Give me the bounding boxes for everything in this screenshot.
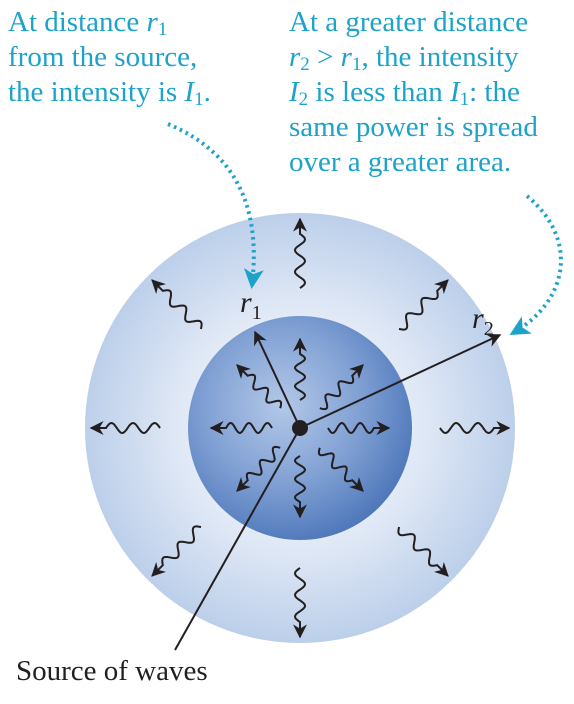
outer-wave-arrow xyxy=(293,567,307,639)
caption-var: r xyxy=(146,6,158,38)
radius-r1-arrow xyxy=(254,330,301,429)
radius-r2-arrow xyxy=(299,333,502,429)
inner-wave-arrow xyxy=(236,445,281,492)
outer-wave-arrow xyxy=(397,526,449,577)
inner-wave-arrow xyxy=(293,455,307,519)
caption-line: the intensity is I1. xyxy=(8,75,211,110)
pointer-to-outer-sphere xyxy=(509,194,563,336)
pointer-to-inner-sphere xyxy=(167,122,264,289)
caption-line: from the source, xyxy=(8,41,198,73)
caption-text: > xyxy=(309,41,341,73)
caption-line: I2 is less than I1: the xyxy=(289,75,538,110)
caption-text: the intensity is xyxy=(8,76,185,108)
caption-text: is less than xyxy=(308,76,450,108)
caption-line: r2 > r1, the intensity xyxy=(289,40,538,75)
inner-wave-arrow xyxy=(319,364,364,411)
caption-line: At distance r1 xyxy=(8,5,211,40)
caption-text: At distance xyxy=(8,6,147,38)
wave-source-point xyxy=(292,420,308,436)
caption-line: over a greater area. xyxy=(289,146,512,178)
inner-wave-arrow xyxy=(236,364,283,409)
r2-label: r2 xyxy=(472,302,494,340)
caption-line: At a greater distance xyxy=(289,6,529,38)
caption-sub: 2 xyxy=(298,89,309,110)
caption-sub: 1 xyxy=(157,19,168,40)
outer-wave-arrow xyxy=(89,421,161,435)
outer-wave-arrow xyxy=(151,279,203,330)
caption-line: same power is spread xyxy=(289,111,538,143)
inner-wave-arrow xyxy=(209,421,273,435)
wave-arrows xyxy=(89,217,511,639)
caption-sub: 2 xyxy=(300,54,310,75)
caption-var: I xyxy=(289,76,299,108)
outer-wave-arrow xyxy=(151,525,202,577)
caption-text: , the intensity xyxy=(361,41,519,73)
caption-var: I xyxy=(449,76,460,108)
caption-inner-sphere: At distance r1 from the source, the inte… xyxy=(8,5,211,110)
caption-sub: 1 xyxy=(459,89,470,110)
caption-text: : the xyxy=(469,76,520,108)
caption-outer-sphere: At a greater distance r2 > r1, the inten… xyxy=(289,5,538,180)
r1-label: r1 xyxy=(240,286,262,324)
outer-wave-arrow xyxy=(398,279,449,331)
caption-var: r xyxy=(289,41,301,73)
caption-text: . xyxy=(203,76,211,108)
caption-sub: 1 xyxy=(351,54,362,75)
caption-sub: 1 xyxy=(194,89,204,110)
inner-wave-arrow xyxy=(317,447,364,492)
caption-var: I xyxy=(184,76,195,108)
inner-wave-arrow xyxy=(327,421,391,435)
outer-wave-arrow xyxy=(293,217,307,289)
outer-wave-arrow xyxy=(439,421,511,435)
inner-wave-arrow xyxy=(293,337,307,401)
caption-var: r xyxy=(340,41,352,73)
source-label: Source of waves xyxy=(16,655,208,687)
source-leader-line xyxy=(174,427,301,651)
